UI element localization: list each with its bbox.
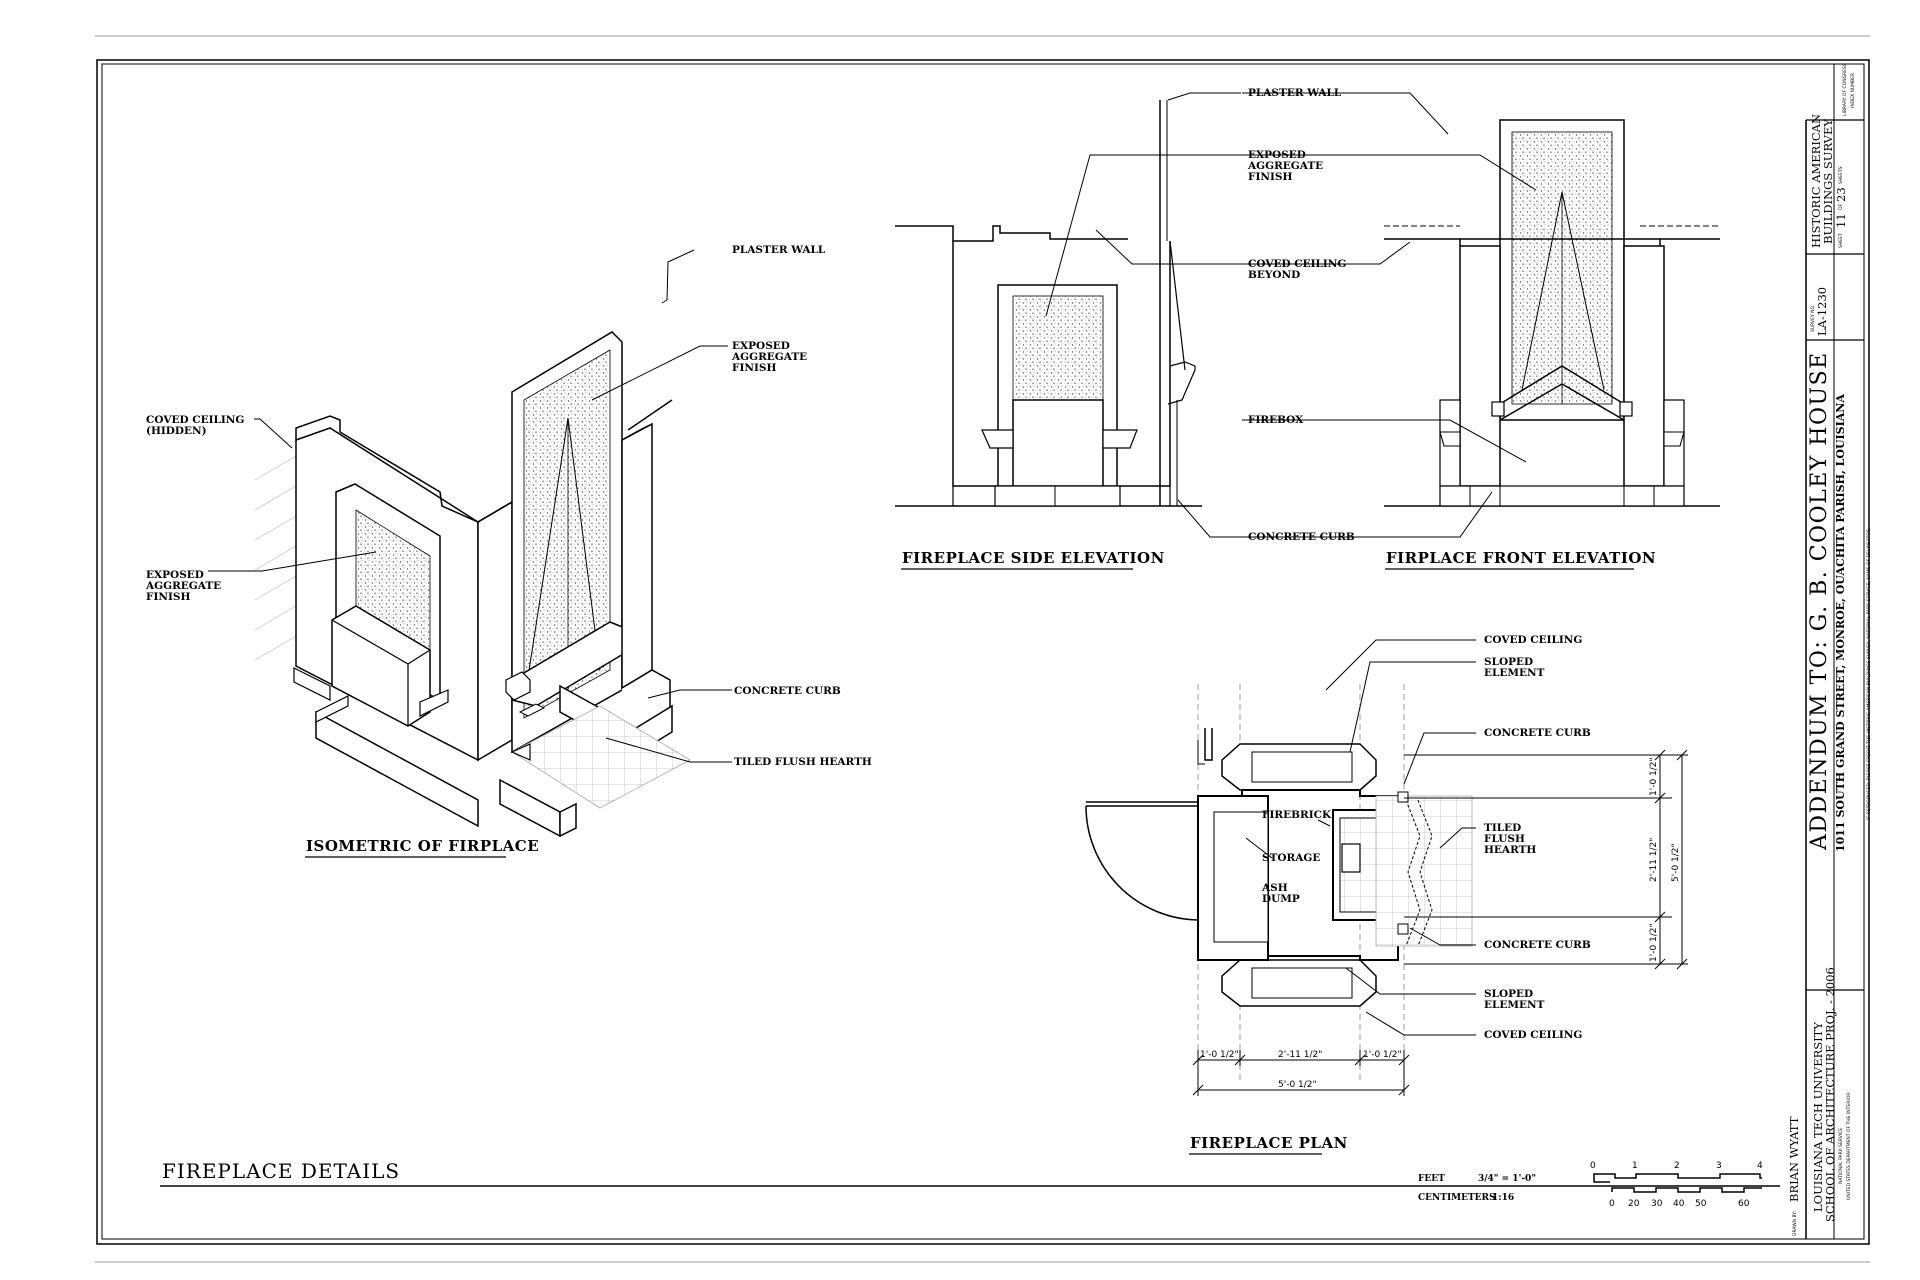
plan-label-coved-ceiling-top: COVED CEILING bbox=[1484, 634, 1582, 646]
scale-cm-tick-1: 20 bbox=[1628, 1199, 1640, 1209]
title-block bbox=[1805, 64, 1864, 1239]
plan-dim-bottom-total: 5'-0 1/2" bbox=[1278, 1080, 1317, 1090]
scale-cm-tick-0: 0 bbox=[1609, 1199, 1615, 1209]
plan-dim-bottom-2: 2'-11 1/2" bbox=[1278, 1050, 1322, 1060]
plan-label-sloped-bottom: SLOPED ELEMENT bbox=[1484, 988, 1545, 1011]
plan-label-tiled-hearth: TILED FLUSH HEARTH bbox=[1484, 822, 1536, 856]
scale-feet-tick-1: 1 bbox=[1632, 1161, 1638, 1171]
elev-label-coved-ceiling: COVED CEILING BEYOND bbox=[1248, 258, 1350, 281]
iso-label-plaster-wall: PLASTER WALL bbox=[732, 244, 826, 256]
iso-label-concrete-curb: CONCRETE CURB bbox=[734, 685, 841, 697]
plan-label-sloped-top: SLOPED ELEMENT bbox=[1484, 656, 1545, 679]
elev-label-plaster-wall: PLASTER WALL bbox=[1248, 87, 1342, 99]
plan-label-firebrick: FIREBRICK bbox=[1262, 809, 1332, 821]
plan-dims-right bbox=[1404, 749, 1688, 970]
plan-label-coved-ceiling-bottom: COVED CEILING bbox=[1484, 1029, 1582, 1041]
plan-label-curb-bottom: CONCRETE CURB bbox=[1484, 939, 1591, 951]
scale-feet-tick-2: 2 bbox=[1674, 1161, 1680, 1171]
plan-dim-right-3: 1'-0 1/2" bbox=[1649, 923, 1659, 962]
plan-dim-right-1: 1'-0 1/2" bbox=[1649, 757, 1659, 796]
outer-border bbox=[96, 59, 1870, 1245]
scale-cm-tick-5: 60 bbox=[1738, 1199, 1750, 1209]
tb-agency-line1: NATIONAL PARK SERVICE bbox=[1838, 1128, 1844, 1184]
front-elevation-drawing bbox=[1384, 119, 1720, 507]
iso-label-exposed-left: EXPOSED AGGREGATE FINISH bbox=[145, 569, 225, 603]
graphic-scale-bar bbox=[1593, 1173, 1762, 1193]
isometric-leaders bbox=[208, 249, 732, 763]
scale-feet-label: FEET bbox=[1418, 1174, 1445, 1184]
plan-leaders bbox=[1245, 639, 1476, 1036]
iso-label-exposed-upper: EXPOSED AGGREGATE FINISH bbox=[731, 340, 811, 374]
tb-address: 1011 SOUTH GRAND STREET, MONROE, OUACHIT… bbox=[1834, 394, 1847, 852]
plan-dim-bottom-3: 1'-0 1/2" bbox=[1363, 1050, 1402, 1060]
tb-credit-note: IF REPRODUCED, PLEASE CREDIT THE HISTORI… bbox=[1866, 528, 1872, 820]
tb-school-line1: LOUISIANA TECH UNIVERSITY bbox=[1811, 1022, 1825, 1212]
tb-agency-line2: UNITED STATES DEPARTMENT OF THE INTERIOR bbox=[1846, 1093, 1852, 1200]
plan-drawing bbox=[1085, 684, 1473, 1080]
tb-drawn-by: BRIAN WYATT bbox=[1787, 1116, 1801, 1202]
plan-dims-bottom bbox=[1192, 1050, 1410, 1096]
side-elevation-drawing bbox=[895, 100, 1202, 507]
tb-sheet-no: 11 bbox=[1834, 213, 1848, 228]
scale-cm-label: CENTIMETERS bbox=[1418, 1193, 1496, 1203]
tb-library-line1: LIBRARY OF CONGRESS bbox=[1842, 63, 1848, 116]
tb-library-line2: INDEX NUMBER bbox=[1850, 73, 1856, 108]
plan-dim-bottom-1: 1'-0 1/2" bbox=[1200, 1050, 1239, 1060]
scale-feet-tick-0: 0 bbox=[1590, 1161, 1596, 1171]
plan-dim-right-total: 5'-0 1/2" bbox=[1671, 843, 1681, 882]
elevation-leaders bbox=[1045, 92, 1537, 538]
inner-border bbox=[101, 63, 1865, 1240]
elev-label-exposed: EXPOSED AGGREGATE FINISH bbox=[1247, 149, 1327, 183]
plan-label-ash-dump: ASH DUMP bbox=[1261, 882, 1300, 905]
tb-sheets-caption: SHEETS bbox=[1838, 166, 1844, 184]
tb-sheet-caption: SHEET bbox=[1838, 233, 1844, 248]
scale-feet-tick-3: 3 bbox=[1716, 1161, 1722, 1171]
elev-label-concrete-curb: CONCRETE CURB bbox=[1248, 531, 1355, 543]
tb-drawn-by-caption: DRAWN BY: bbox=[1792, 1211, 1798, 1236]
plan-dim-right-2: 2'-11 1/2" bbox=[1649, 838, 1659, 882]
side-elevation-title: FIREPLACE SIDE ELEVATION bbox=[902, 549, 1165, 567]
tb-survey-caption: SURVEY NO. bbox=[1810, 305, 1816, 332]
front-elevation-title: FIRPLACE FRONT ELEVATION bbox=[1386, 549, 1656, 567]
iso-title: ISOMETRIC OF FIRPLACE bbox=[306, 837, 539, 855]
scale-cm-tick-3: 40 bbox=[1673, 1199, 1685, 1209]
tb-main-title: ADDENDUM TO: G. B. COOLEY HOUSE bbox=[1807, 351, 1832, 851]
tb-sheet-of: OF bbox=[1838, 203, 1844, 210]
tb-sheet-total: 23 bbox=[1834, 187, 1848, 202]
iso-label-tiled-hearth: TILED FLUSH HEARTH bbox=[734, 756, 872, 768]
sheet-title: FIREPLACE DETAILS bbox=[162, 1159, 400, 1183]
plan-label-curb-top: CONCRETE CURB bbox=[1484, 727, 1591, 739]
plan-label-storage: STORAGE bbox=[1262, 852, 1320, 864]
scale-cm-tick-4: 50 bbox=[1695, 1199, 1707, 1209]
tb-habs-line1: HISTORIC AMERICAN bbox=[1809, 114, 1823, 248]
scale-feet-ratio: 3/4" = 1'-0" bbox=[1478, 1174, 1536, 1184]
scale-cm-ratio: 1:16 bbox=[1492, 1193, 1514, 1203]
tb-school-line2: SCHOOL OF ARCHITECTURE PROJ. - 2006 bbox=[1823, 967, 1837, 1222]
scale-feet-tick-4: 4 bbox=[1757, 1161, 1763, 1171]
elev-label-firebox: FIREBOX bbox=[1248, 414, 1304, 426]
iso-label-coved-ceiling: COVED CEILING (HIDDEN) bbox=[146, 414, 248, 437]
tb-habs-line2: BUILDINGS SURVEY bbox=[1821, 119, 1835, 244]
plan-title: FIREPLACE PLAN bbox=[1190, 1134, 1348, 1152]
isometric-drawing bbox=[254, 331, 691, 838]
tb-survey-no: LA-1230 bbox=[1815, 287, 1829, 336]
scale-cm-tick-2: 30 bbox=[1651, 1199, 1663, 1209]
